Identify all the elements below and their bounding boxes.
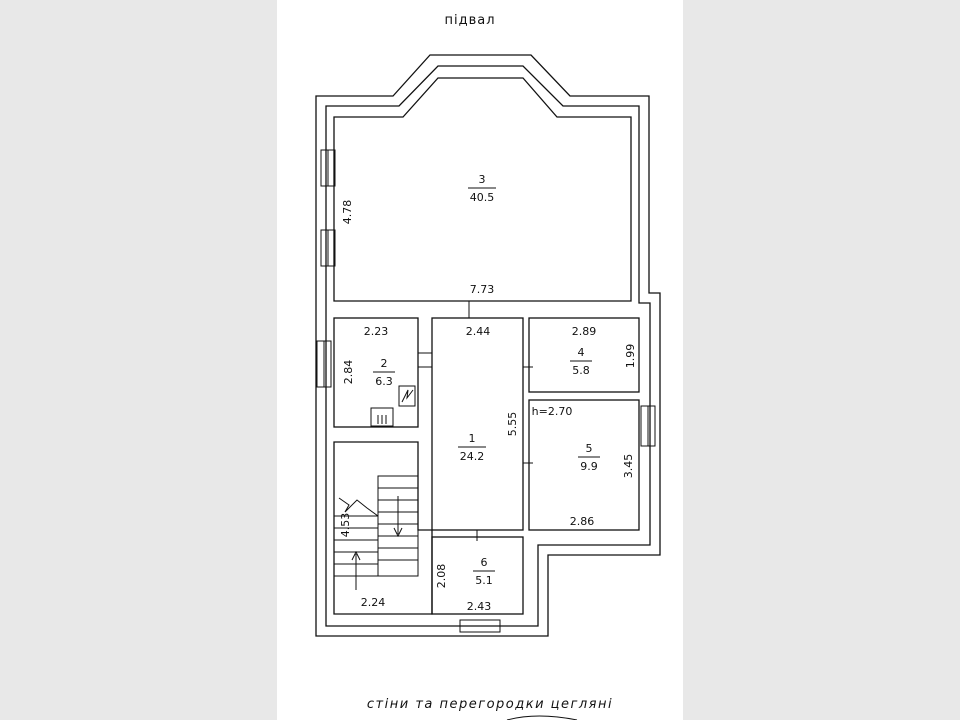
room-3-outline	[333, 77, 632, 302]
footer-note: стіни та перегородки цегляні	[367, 697, 613, 712]
dim-room3-height: 4.78	[341, 200, 354, 225]
height-note: h=2.70	[532, 405, 573, 418]
room-4-number: 4	[578, 346, 585, 359]
room-1-area: 24.2	[460, 450, 485, 463]
door-openings	[418, 301, 533, 541]
dim-room4-width: 2.89	[572, 325, 597, 338]
room-2-number: 2	[381, 357, 388, 370]
room-4-outline	[528, 317, 640, 393]
room-6-label: 6 5.1	[473, 556, 495, 587]
dim-stair-height: 4.53	[339, 513, 352, 538]
room-6-number: 6	[481, 556, 488, 569]
dim-stair-width: 2.24	[361, 596, 386, 609]
dimension-labels: 4.78 7.73 2.23 2.84 2.44 5.55 2.89 1.99 …	[339, 200, 637, 613]
window-left-upper	[320, 149, 336, 187]
window-left-middle	[320, 229, 336, 267]
drawing-sheet: підвал	[277, 0, 683, 720]
dim-room5-width: 2.86	[570, 515, 595, 528]
dim-room3-width: 7.73	[470, 283, 495, 296]
room-2-area: 6.3	[375, 375, 393, 388]
dim-room1-width: 2.44	[466, 325, 491, 338]
dim-room2-height: 2.84	[342, 360, 355, 385]
room-5-label: 5 9.9	[578, 442, 600, 473]
room-1-number: 1	[469, 432, 476, 445]
room-5-number: 5	[586, 442, 593, 455]
dim-room4-height: 1.99	[624, 344, 637, 369]
room-1-label: 1 24.2	[458, 432, 486, 463]
room-5-area: 9.9	[580, 460, 598, 473]
dim-room1-height: 5.55	[506, 412, 519, 437]
window-right	[640, 405, 656, 447]
dim-room5-height: 3.45	[622, 454, 635, 479]
room-4-area: 5.8	[572, 364, 590, 377]
dim-room6-width: 2.43	[467, 600, 492, 613]
outer-walls	[315, 54, 661, 637]
stamp-arc	[506, 715, 578, 720]
room-4-label: 4 5.8	[570, 346, 592, 377]
floor-plan: підвал	[315, 13, 661, 720]
staircase	[334, 475, 419, 590]
boiler-fixture	[398, 385, 416, 407]
stair-room-outline	[333, 441, 433, 615]
room-3-label: 3 40.5	[468, 173, 496, 204]
room-6-area: 5.1	[475, 574, 493, 587]
plan-title: підвал	[444, 13, 495, 28]
room-2-label: 2 6.3	[373, 357, 395, 388]
window-left-lower	[316, 340, 332, 388]
dim-room6-height: 2.08	[435, 564, 448, 589]
room-2-outline	[333, 317, 419, 428]
room-5-outline	[528, 399, 640, 531]
room-3-number: 3	[479, 173, 486, 186]
room-3-area: 40.5	[470, 191, 495, 204]
window-bottom	[459, 619, 501, 633]
radiator-fixture	[370, 407, 394, 427]
dim-room2-width: 2.23	[364, 325, 389, 338]
